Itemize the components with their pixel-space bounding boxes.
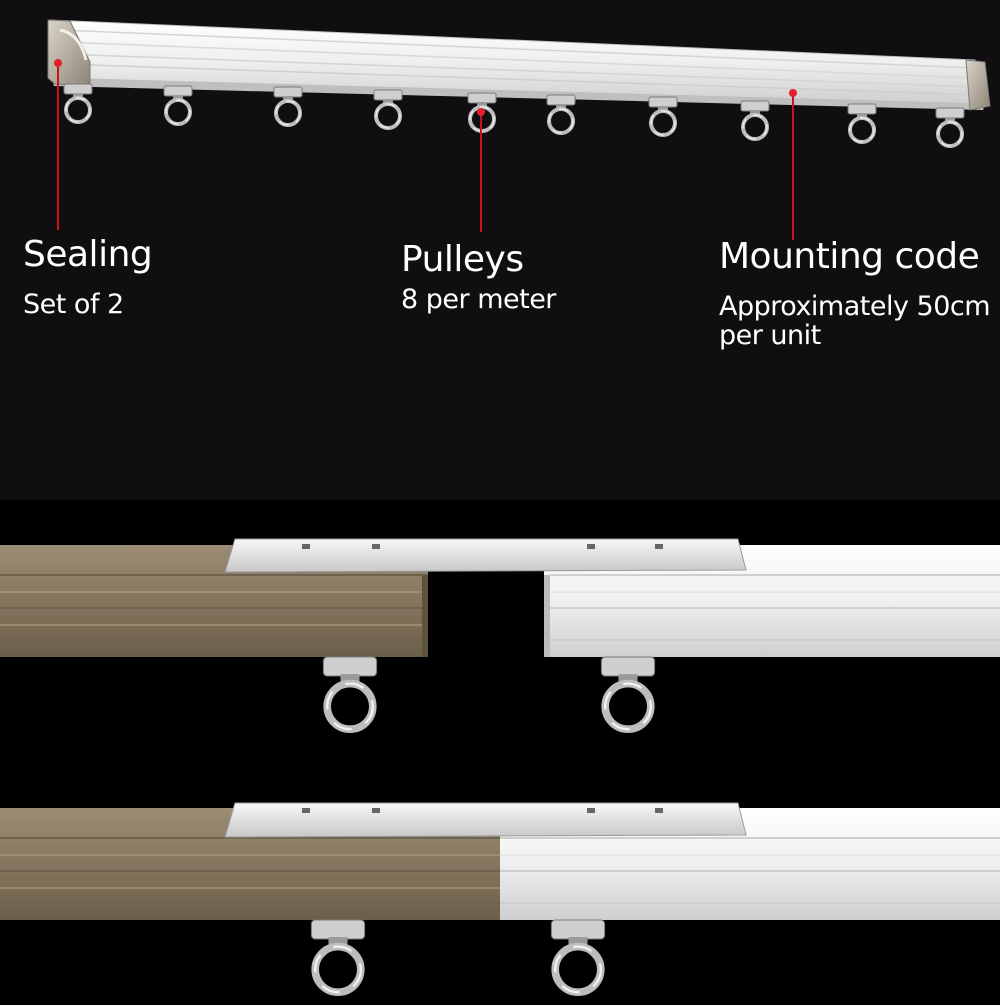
- joined-tracks-scene: [0, 802, 1000, 920]
- callout-mounting-pointer: [789, 89, 797, 240]
- pulley-ring-icon: [546, 94, 576, 135]
- top-pulley-row: [63, 83, 965, 148]
- pulley-ring-icon: [935, 107, 965, 148]
- middle-pulley-pair: [322, 656, 656, 734]
- pulley-ring-icon: [63, 83, 93, 124]
- pulley-ring-icon: [310, 919, 366, 997]
- pulley-ring-icon: [373, 89, 403, 130]
- separated-tracks-scene: [0, 538, 1000, 657]
- bottom-pulley-pair: [310, 919, 606, 997]
- mounting-detail: Approximately 50cm per unit: [719, 291, 991, 351]
- pulley-ring-icon: [550, 919, 606, 997]
- pulley-ring-icon: [600, 656, 656, 734]
- callout-sealing-pointer: [54, 59, 62, 230]
- callout-pulleys-pointer: [477, 108, 485, 232]
- sealing-title: Sealing: [23, 234, 153, 275]
- pulley-ring-icon: [163, 85, 193, 126]
- pulleys-detail: 8 per meter: [401, 284, 556, 315]
- pulleys-title: Pulleys: [401, 239, 524, 280]
- pulley-ring-icon: [740, 100, 770, 141]
- pulley-ring-icon: [847, 103, 877, 144]
- mounting-title: Mounting code: [719, 236, 980, 277]
- connector-plate-joined-icon: [224, 802, 747, 838]
- connector-plate-icon: [224, 538, 747, 573]
- sealing-detail: Set of 2: [23, 289, 124, 320]
- pulley-ring-icon: [273, 86, 303, 127]
- pulley-ring-icon: [322, 656, 378, 734]
- pulley-ring-icon: [648, 96, 678, 137]
- end-cap-right: [965, 59, 991, 111]
